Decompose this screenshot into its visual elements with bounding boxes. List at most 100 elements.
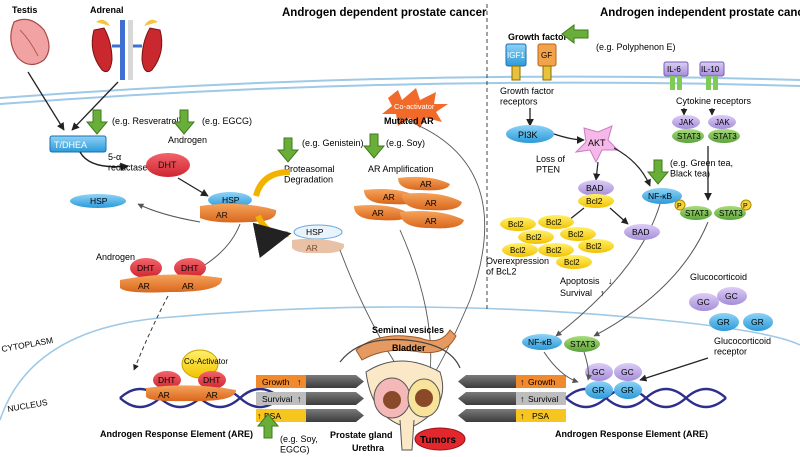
genistein-label: (e.g. Genistein): [302, 138, 364, 148]
ar-degraded-label: AR: [306, 243, 318, 253]
bcl2-label-6: Bcl2: [546, 246, 562, 255]
green-tea-label: (e.g. Green tea,Black tea): [670, 158, 733, 178]
seminal-vesicles-label: Seminal vesicles: [372, 325, 444, 335]
il6-receptor: [663, 61, 689, 77]
glucocorticoid-label: Glucocorticoid: [690, 272, 747, 282]
nucleus-label: NUCLEUS: [7, 397, 49, 414]
gc-label-2: GC: [725, 291, 738, 301]
ar-amp-label-3: AR: [425, 198, 437, 208]
il10-receptor: [699, 61, 725, 77]
akt-label: AKT: [588, 138, 606, 148]
dht-molecule: [146, 153, 190, 177]
stat3-dimer-2-label: STAT3: [719, 209, 743, 218]
down-arrow-icon: ↓: [608, 276, 613, 286]
dht-nucleus-2: [198, 371, 226, 389]
bad-node-top: [578, 180, 614, 196]
stat3-nucleus: [564, 336, 600, 352]
bladder-label: Bladder: [392, 343, 426, 353]
bad-label-top: BAD: [586, 183, 603, 193]
up-arrow-icon: ↑: [600, 288, 605, 298]
title-androgen-independent: Androgen independent prostate cancer: [600, 7, 800, 19]
inhibitor-arrow-resveratrol: [85, 109, 109, 135]
dht-nucleus-1-label: DHT: [158, 375, 175, 385]
co-activator-star-label: Co-activator: [394, 102, 435, 111]
hsp-free: [70, 194, 126, 208]
igf1-label: IGF1: [507, 51, 525, 60]
output-bars-right: [458, 375, 566, 422]
il6-label: IL-6: [667, 65, 681, 74]
cell-membrane-inner: [0, 81, 800, 105]
jak-node-2: [708, 115, 736, 129]
polyphenon-label: (e.g. Polyphenon E): [596, 42, 676, 52]
soy-label: (e.g. Soy): [386, 138, 425, 148]
stat3-label-1: STAT3: [677, 132, 701, 141]
gc-nucleus-2: [614, 363, 642, 381]
bcl2-node-top: [578, 194, 614, 208]
resveratrol-label: (e.g. Resveratrol): [112, 116, 182, 126]
dht-nucleus-1: [153, 371, 181, 389]
gc-nucleus-1-label: GC: [592, 367, 605, 377]
apoptosis-label: Apoptosis: [560, 276, 600, 286]
jak-label-2: JAK: [715, 118, 730, 127]
jak-label-1: JAK: [679, 118, 694, 127]
pi3k-node: [506, 125, 554, 143]
ar-nucleus-1-label: AR: [158, 390, 170, 400]
degradation-arrow: [252, 214, 292, 258]
survival-label-right: Survival: [528, 394, 558, 404]
up-arrow-icon: ↑: [520, 377, 525, 387]
title-androgen-dependent: Androgen dependent prostate cancer: [282, 7, 487, 19]
co-activator-star-icon: [382, 88, 448, 128]
prostate-gland-label: Prostate gland: [330, 430, 393, 440]
are-label-right: Androgen Response Element (ARE): [555, 429, 708, 439]
stat3-dimer-1: [680, 206, 712, 220]
cytoplasm-label: CYTOPLASM: [1, 335, 54, 354]
ar-amp-label-1: AR: [420, 179, 432, 189]
gr-label-1: GR: [717, 317, 730, 327]
ar-amplification-cluster: [354, 176, 464, 229]
inhibitor-arrow-soy: [362, 133, 386, 159]
cytokine-receptors-label: Cytokine receptors: [676, 96, 752, 106]
il10-label: IL-10: [701, 65, 720, 74]
hsp-label-free: HSP: [90, 196, 108, 206]
bcl2-label-3: Bcl2: [526, 233, 542, 242]
inhibitor-arrow-polyphenon: [561, 24, 589, 44]
are-label-left: Androgen Response Element (ARE): [100, 429, 253, 439]
stat3-node-1: [672, 129, 704, 143]
ar-label-complex: AR: [216, 210, 228, 220]
survival-word-label: Survival: [560, 288, 592, 298]
inhibitor-arrow-green-tea: [646, 159, 670, 185]
nfkb-nucleus: [522, 334, 562, 350]
adrenal-label: Adrenal: [90, 5, 124, 15]
up-arrow-icon: ↑: [257, 411, 262, 421]
ar-complex-bar: [200, 203, 277, 223]
soy-egcg-label: (e.g. Soy,EGCG): [280, 434, 318, 454]
stat3-label-2: STAT3: [713, 132, 737, 141]
gr-node-2: [743, 313, 773, 331]
androgen-label: Androgen: [168, 135, 207, 145]
phospho-label-1: P: [677, 203, 682, 210]
growth-label-left: Growth: [262, 377, 290, 387]
nfkb-label: NF-κB: [648, 191, 672, 201]
phospho-label-2: P: [743, 203, 748, 210]
ar-nucleus-bar: [146, 385, 236, 402]
bcl2-label-5: Bcl2: [510, 246, 526, 255]
gc-label-1: GC: [697, 297, 710, 307]
up-arrow-icon: ↑: [297, 394, 302, 404]
gc-node-1: [689, 293, 719, 311]
hsp-label-complex: HSP: [222, 195, 240, 205]
nfkb-node: [642, 188, 682, 204]
growth-factor-label: Growth factor: [508, 32, 567, 42]
stat3-nucleus-label: STAT3: [570, 339, 595, 349]
androgen-label-2: Androgen: [96, 252, 135, 262]
psa-label-right: PSA: [532, 411, 549, 421]
akt-node: [574, 125, 620, 164]
ar-dimer-1-label: AR: [138, 281, 150, 291]
hsp-degraded-label: HSP: [306, 227, 324, 237]
ar-amp-label-4: AR: [372, 208, 384, 218]
